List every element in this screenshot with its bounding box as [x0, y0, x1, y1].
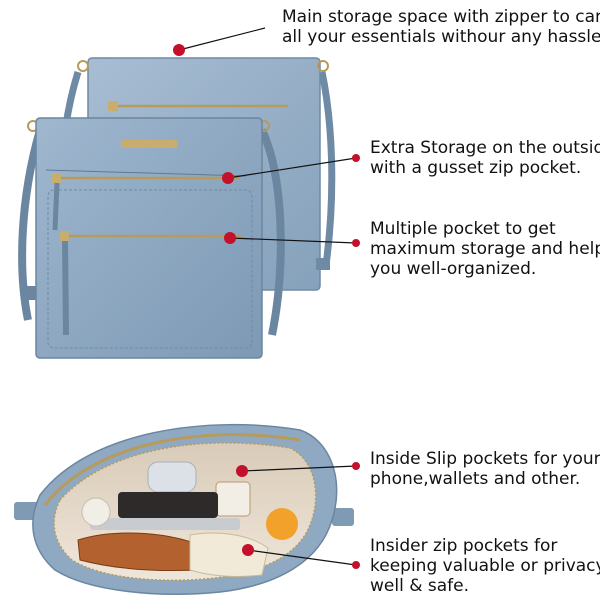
annotation-line: phone,wallets and other.: [370, 469, 581, 489]
callout-dot-1: [173, 44, 185, 56]
zipper-pull-1: [52, 182, 60, 231]
leader-line-5: [247, 549, 357, 566]
callout-end-5: [352, 561, 360, 569]
strap-right-back: [318, 71, 336, 266]
callout-dot-5: [242, 544, 254, 556]
leader-line-4: [241, 465, 357, 472]
item-wallet-dark: [118, 492, 218, 518]
annotation-multiple-pocket: Multiple pocket to get maximum storage a…: [370, 219, 600, 279]
callout-dot-4: [236, 465, 248, 477]
callout-dot-3: [224, 232, 236, 244]
zipper-pull-2: [62, 240, 69, 336]
leader-line-3: [229, 237, 357, 244]
annotation-line: maximum storage and help: [370, 239, 600, 259]
item-jar: [81, 497, 111, 527]
front-bag: [18, 117, 285, 359]
item-bottle: [147, 461, 197, 493]
annotation-line: well & safe.: [370, 576, 469, 596]
strap-right: [258, 128, 285, 336]
back-ring-right: [317, 60, 329, 72]
strap-stub-right: [332, 508, 354, 526]
annotation-line: Multiple pocket to get: [370, 219, 556, 239]
open-bag: [14, 423, 354, 595]
callout-dot-2: [222, 172, 234, 184]
annotation-inside-slip: Inside Slip pockets for your phone,walle…: [370, 449, 600, 489]
callout-end-2: [352, 154, 360, 162]
annotation-line: keeping valuable or privacy: [370, 556, 600, 576]
annotation-line: with a gusset zip pocket.: [370, 158, 582, 178]
annotation-line: you well-organized.: [370, 259, 537, 279]
strap-left: [18, 128, 44, 321]
item-pouch: [189, 532, 269, 577]
callouts: [173, 27, 360, 569]
callout-end-3: [352, 239, 360, 247]
annotation-line: Insider zip pockets for: [370, 536, 558, 556]
annotation-insider-zip: Insider zip pockets for keeping valuable…: [370, 536, 600, 596]
back-ring-left: [77, 60, 89, 72]
annotation-line: Inside Slip pockets for your: [370, 449, 600, 469]
back-zipper-pull: [108, 101, 118, 111]
leader-line-2: [227, 157, 357, 179]
leader-line-1: [178, 27, 266, 51]
annotation-line: Extra Storage on the outside: [370, 138, 600, 158]
back-buckle: [316, 258, 330, 270]
zipper-rim: [43, 433, 301, 506]
annotation-main-storage: Main storage space with zipper to carry …: [282, 7, 600, 47]
item-perfume: [215, 481, 251, 517]
item-phone: [90, 518, 240, 530]
annotation-line: all your essentials withour any hassles: [282, 27, 600, 47]
brand-plate: [121, 140, 177, 148]
item-orange: [266, 508, 298, 540]
annotation-extra-storage: Extra Storage on the outside with a guss…: [370, 138, 600, 178]
strap-buckle-left: [22, 286, 38, 300]
annotation-line: Main storage space with zipper to carry: [282, 7, 600, 27]
callout-end-4: [352, 462, 360, 470]
